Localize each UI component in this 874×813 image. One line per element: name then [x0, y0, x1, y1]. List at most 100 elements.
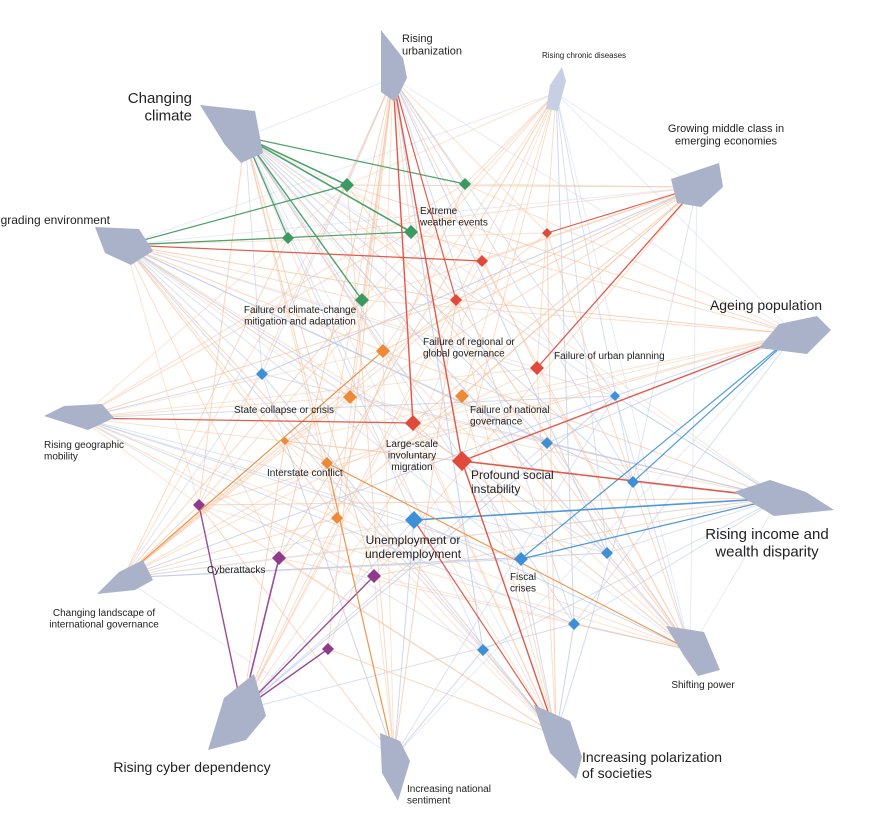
- link-trend-trend: [392, 77, 796, 335]
- link-faint: [79, 417, 608, 554]
- link-faint: [122, 232, 548, 579]
- link-trend-trend: [244, 77, 394, 138]
- link-faint: [382, 350, 557, 736]
- link-trend-trend: [124, 186, 698, 246]
- link-faint: [198, 92, 557, 506]
- link-faint: [455, 92, 557, 301]
- risk-node-geo_small: [281, 437, 289, 445]
- link-faint: [536, 367, 691, 651]
- risk-node-soc2: [476, 255, 488, 267]
- link-faint: [393, 519, 415, 758]
- link-faint: [241, 440, 286, 711]
- link-trend-trend: [555, 92, 796, 335]
- link-strong: [198, 504, 243, 711]
- link-faint: [382, 350, 395, 758]
- link-faint: [382, 92, 557, 352]
- link-faint: [79, 417, 375, 577]
- link-faint: [413, 519, 691, 651]
- trend-label-shifting: Shifting power: [671, 680, 735, 691]
- risk-node-fiscal: [514, 552, 528, 566]
- link-faint: [455, 299, 557, 736]
- risk-node-national_gov: [455, 389, 469, 403]
- link-strong: [536, 186, 698, 369]
- link-faint: [198, 77, 394, 506]
- link-faint: [346, 184, 698, 188]
- link-faint: [244, 136, 457, 301]
- link-trend-trend: [124, 244, 691, 651]
- link-faint: [455, 186, 698, 301]
- link-faint: [79, 396, 351, 419]
- risk-node-eco5: [601, 547, 613, 559]
- link-faint: [284, 333, 796, 442]
- risk-node-cyberattacks: [272, 551, 286, 565]
- link-trend-trend: [689, 497, 781, 651]
- risk-node-soc3: [450, 294, 462, 306]
- link-faint: [198, 504, 691, 651]
- link-strong: [461, 333, 796, 462]
- link-faint: [198, 504, 557, 736]
- link-faint: [122, 184, 348, 579]
- link-faint: [241, 519, 415, 711]
- risk-node-extreme: [404, 225, 418, 239]
- link-faint: [79, 373, 263, 419]
- risk-node-eco3: [610, 391, 620, 401]
- link-faint: [124, 244, 522, 560]
- trend-shapes: [44, 30, 834, 801]
- link-faint: [412, 186, 698, 424]
- trend-shape-cyberdep: [208, 674, 266, 750]
- link-faint: [346, 92, 557, 186]
- risk-label-cyberattacks: Cyberattacks: [207, 565, 265, 576]
- link-faint: [278, 186, 698, 559]
- link-faint: [122, 517, 338, 579]
- link-faint: [79, 350, 384, 419]
- link-strong: [392, 77, 463, 462]
- risk-node-env3: [459, 178, 471, 190]
- link-faint: [241, 395, 463, 711]
- link-faint: [244, 136, 351, 398]
- link-strong: [632, 333, 796, 483]
- risk-node-geo2: [331, 512, 343, 524]
- link-strong: [546, 186, 698, 234]
- link-faint: [520, 558, 557, 736]
- link-trend-trend: [393, 333, 796, 758]
- link-faint: [346, 184, 395, 758]
- link-faint: [382, 77, 394, 352]
- trend-shape-national: [380, 733, 410, 801]
- link-faint: [122, 373, 263, 579]
- connection-links: [79, 77, 796, 758]
- trend-shape-climate: [200, 105, 263, 163]
- risk-label-urban: Failure of urban planning: [554, 351, 665, 362]
- link-faint: [261, 373, 557, 736]
- risk-node-eco4: [627, 476, 639, 488]
- link-faint: [392, 77, 412, 233]
- link-faint: [198, 333, 796, 506]
- link-faint: [461, 395, 557, 736]
- link-trend-trend: [555, 92, 698, 188]
- link-faint: [392, 77, 484, 651]
- link-faint: [124, 244, 286, 442]
- link-strong: [244, 136, 466, 185]
- link-faint: [278, 497, 781, 559]
- link-faint: [79, 417, 338, 519]
- link-strong: [244, 136, 363, 301]
- link-faint: [361, 92, 557, 301]
- link-strong: [244, 136, 412, 233]
- risk-node-eco1: [256, 368, 268, 380]
- link-faint: [546, 442, 691, 651]
- link-faint: [412, 333, 796, 424]
- risk-node-unemployment: [405, 511, 423, 529]
- link-faint: [124, 244, 414, 424]
- link-faint: [327, 648, 557, 736]
- link-faint: [614, 395, 691, 651]
- link-faint: [573, 497, 781, 625]
- link-faint: [392, 77, 548, 234]
- link-strong: [124, 244, 483, 262]
- link-faint: [546, 232, 691, 651]
- link-faint: [284, 440, 557, 736]
- link-faint: [481, 186, 698, 262]
